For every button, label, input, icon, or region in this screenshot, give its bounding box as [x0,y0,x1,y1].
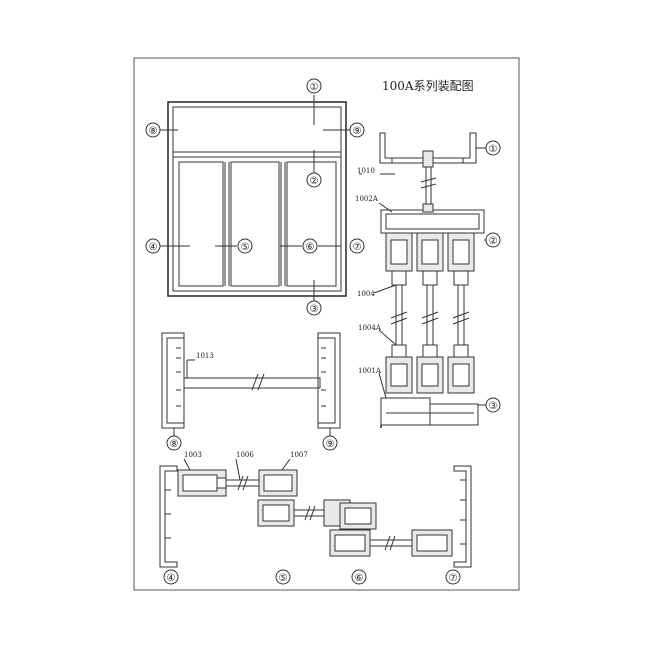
callout-6-label: ⑥ [306,242,315,253]
callout-7 [349,238,365,254]
section-callout-8 [166,435,182,451]
section-4-7: 1003 1006 1007 ④ ⑤ ⑥ ⑦ [159,451,472,585]
callout-3 [306,300,322,316]
part-label-1004: 1004 [357,290,375,298]
section-8-9: 1013 ⑧ ⑨ [161,332,341,451]
callout-9-label: ⑨ [353,126,362,137]
callout-7-label: ⑦ [353,242,362,253]
section-callout-9 [322,435,338,451]
callout-5-label: ⑤ [241,242,250,253]
callout-4-label: ④ [149,242,158,253]
drawing-title: 100A系列装配图 [382,79,474,93]
section-callout-4 [163,569,179,585]
callout-3-label: ③ [310,304,319,315]
section-callout-9-label: ⑨ [326,439,335,450]
part-label-1013: 1013 [196,352,214,360]
part-label-1001a: 1001A [358,367,382,375]
window-callouts: ① ⑧ ⑨ ② ④ ⑤ ⑥ ⑦ ③ [145,78,365,316]
section-callout-8-label: ⑧ [170,439,179,450]
part-label-1003: 1003 [184,451,202,459]
section-callout-2-label: ② [489,236,498,247]
section-callout-1 [485,140,501,156]
callout-6 [302,238,318,254]
section-callout-5 [275,569,291,585]
section-callout-4-label: ④ [167,573,176,584]
part-label-1002a: 1002A [355,195,379,203]
section-callout-2 [485,232,501,248]
section-callout-7-label: ⑦ [449,573,458,584]
callout-5 [237,238,253,254]
section-callout-6-label: ⑥ [355,573,364,584]
section-callout-7 [445,569,461,585]
section-callout-3-label: ③ [489,401,498,412]
vertical-section-labels: 1010 1002A 1004 1004A 1001A ① ② ③ [355,140,501,413]
section-callout-1-label: ① [489,144,498,155]
part-label-1004a: 1004A [358,324,382,332]
part-label-1006: 1006 [236,451,254,459]
callout-8-label: ⑧ [149,126,158,137]
callout-9 [349,122,365,138]
part-label-1010: 1010 [357,167,375,175]
section-callout-3 [485,397,501,413]
callout-2 [306,172,322,188]
callout-2-label: ② [310,176,319,187]
section-callout-5-label: ⑤ [279,573,288,584]
vertical-section [359,132,486,428]
callout-4 [145,238,161,254]
callout-8 [145,122,161,138]
window-elevation [159,95,350,302]
part-label-1007: 1007 [290,451,308,459]
callout-1 [306,78,322,94]
section-callout-6 [351,569,367,585]
callout-1-label: ① [310,82,319,93]
